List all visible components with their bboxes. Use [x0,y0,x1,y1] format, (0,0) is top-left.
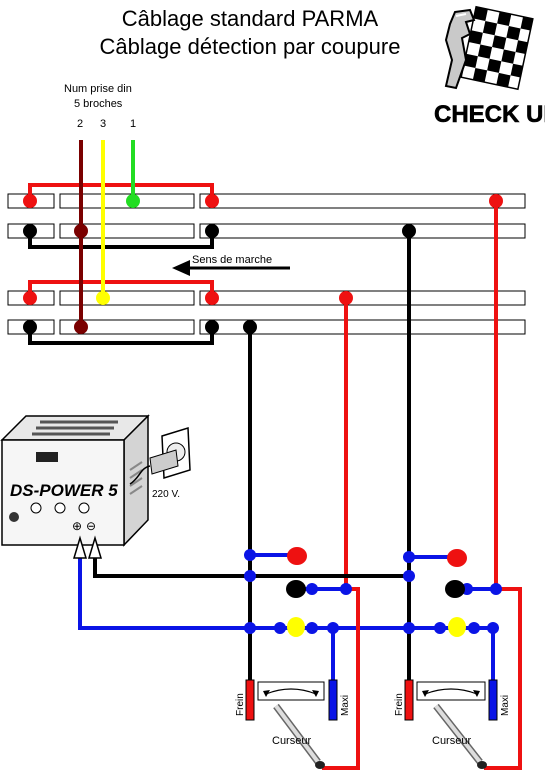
din-caption-line-1: Num prise din [64,83,132,95]
plus-terminal-icon: ⊕ [72,519,82,533]
contact-dot [205,291,219,305]
contact-dot [23,194,37,208]
contact-dot [243,320,257,334]
logo-text: CHECK UP [434,101,545,128]
yellow-connector-plug [287,617,305,637]
black-common-wire [93,558,409,578]
junction-dot [340,583,352,595]
wall-plug-icon [129,426,191,485]
junction-dot [403,551,415,563]
red-connector-plug [287,547,307,565]
junction-dot [244,622,256,634]
rail-segment [199,290,526,306]
contact-dot [23,291,37,305]
brake-contact [404,679,414,721]
resistor-track [416,681,486,701]
contact-dot [205,224,219,238]
junction-dot [403,622,415,634]
title-line-2: Câblage détection par coupure [99,34,401,59]
junction-dot [274,622,286,634]
max-contact [328,679,338,721]
brake-label: Frein [235,693,246,716]
yellow-connector-plug [448,617,466,637]
junction-dot [468,622,480,634]
cursor-tip [477,761,487,769]
check-up-logo: CHECK UP [434,5,545,128]
max-label: Maxi [500,695,511,716]
black-jumper-wire [28,327,214,345]
junction-dot [327,622,339,634]
junctions [244,547,502,637]
din-pin-2-label: 2 [77,118,84,130]
contact-dot [23,320,37,334]
rail-segment [59,319,195,335]
plus-output-arrow [72,535,88,559]
red-jumper-wire [28,183,214,201]
contact-dot [23,224,37,238]
arrow-left-icon [172,260,190,276]
hand-controller-icon [444,8,476,90]
black-connector-plug [445,580,465,598]
contact-dot [205,320,219,334]
black-jumper-wire [28,231,214,249]
minus-output-arrow [87,535,103,559]
contact-dot [74,224,88,238]
din-pin-3-label: 3 [100,118,107,130]
red-return-wire-1 [322,587,360,770]
cursor-tip [315,761,325,769]
contact-dot [489,194,503,208]
contact-dot [339,291,353,305]
rail-segment [59,223,195,239]
junction-dot [244,549,256,561]
power-supply: DS-POWER 5 ⊕ ⊖ [0,414,150,559]
junction-dot [490,583,502,595]
power-supply-brand: DS-POWER 5 [10,481,118,500]
direction-indicator: Sens de marche [172,254,290,276]
contact-dot [402,224,416,238]
junction-dot [487,622,499,634]
junction-dot [306,622,318,634]
contact-dot [96,291,110,305]
max-contact [488,679,498,721]
minus-terminal-icon: ⊖ [86,519,96,533]
rail-segment [199,319,526,335]
din-caption-line-2: 5 broches [74,98,123,110]
controller-1: Frein Maxi Curseur [235,679,351,769]
controller-2: Frein Maxi Curseur [394,679,511,769]
blue-common-wire [78,558,493,630]
direction-label: Sens de marche [192,254,272,266]
contact-dot [74,320,88,334]
rail-segment [199,223,526,239]
title-line-1: Câblage standard PARMA [121,6,379,31]
rail-segment [59,290,195,306]
checkered-flag-icon [460,5,534,91]
red-jumper-wire [28,280,214,298]
red-connector-plug [447,549,467,567]
black-connector-plug [286,580,306,598]
junction-dot [244,570,256,582]
junction-dot [434,622,446,634]
junction-dot [306,583,318,595]
brake-contact [245,679,255,721]
cursor-label: Curseur [432,735,471,747]
max-label: Maxi [340,695,351,716]
voltage-label: 220 V. [152,489,180,500]
contact-dot [205,194,219,208]
din-pin-1-label: 1 [130,118,137,130]
brake-label: Frein [394,693,405,716]
junction-dot [403,570,415,582]
resistor-track [257,681,325,701]
cursor-label: Curseur [272,735,311,747]
power-switch-icon [9,512,19,522]
rail-contacts [23,194,503,334]
red-return-wire-2 [484,587,522,770]
rail-segment [199,193,526,209]
contact-dot [126,194,140,208]
